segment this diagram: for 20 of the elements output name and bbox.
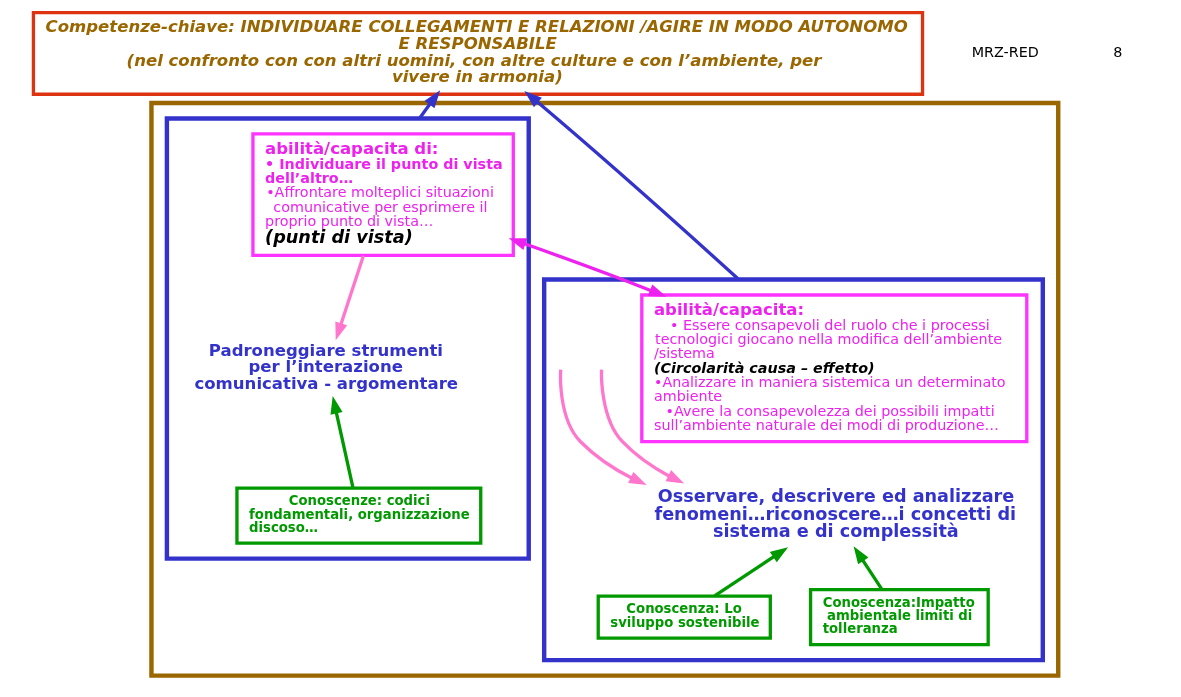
node-box: abilità/capacita di: • Individuare il punto di vista dell’altro… •Affrontare molteplici situazioni comunicative per esprimere il proprio punto di vista… (punti di vista) [251,132,515,257]
node-box: Competenze-chiave: INDIVIDUARE COLLEGAMENTI E RELAZIONI /AGIRE IN MODO AUTONOMO E RESPONSABILE (nel confronto con con altri uomini, con altre culture e con l’ambiente, per vivere in armonia) [31,10,925,96]
label: MRZ-RED [971,44,1039,61]
node-box: Conoscenza: Lo sviluppo sostenibile [596,594,772,640]
node-box: Conoscenza:Impatto ambientale limiti di tolleranza [808,587,990,647]
label: 8 [1113,44,1123,61]
arrow [524,91,740,281]
arrow [713,547,789,598]
cluster [541,277,1045,663]
arrow [335,255,365,341]
node-text: Padroneggiare strumenti per l’interazione comunicativa - argomentare [194,340,459,393]
node-box: abilità/capacita: • Essere consapevoli del ruolo che i processi tecnologici giocano nella modifica dell’ambiente /sistema (Circolarità causa – effetto) •Analizzare in maniera sistemica un determinato ambiente •Avere la consapevolezza dei possibili impatti sull’ambiente naturale dei modi di produzione… [640,293,1029,444]
arrow [558,369,647,486]
arrow [853,546,884,591]
arrow [599,369,685,484]
node-box: Conoscenze: codici fondamentali, organizzazione discoso… [235,486,483,545]
node-text: Osservare, descrivere ed analizzare fenomeni…riconoscere…i concetti di sistema e di complessità [654,486,1017,542]
arrow [508,238,667,297]
arrow [418,90,441,120]
arrow [330,396,355,489]
